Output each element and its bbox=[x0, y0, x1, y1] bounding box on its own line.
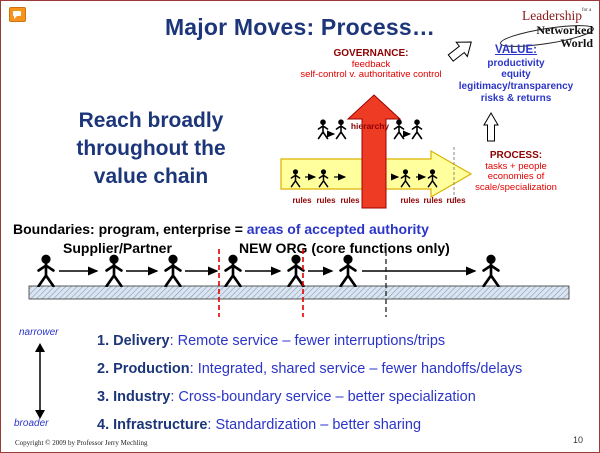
narrower-broader-axis-arrow bbox=[35, 343, 45, 419]
move-number: 2. bbox=[97, 361, 114, 377]
stick-figure-icon bbox=[164, 254, 182, 287]
logo-word-leadership: Leadership bbox=[522, 8, 582, 23]
move-number: 1. bbox=[97, 333, 114, 349]
rules-label: rules bbox=[446, 196, 466, 205]
hierarchy-label: hierarchy bbox=[350, 121, 390, 131]
move-term: Infrastructure bbox=[113, 417, 208, 433]
supplier-partner-header: Supplier/Partner bbox=[63, 240, 172, 256]
value-block: VALUE: productivity equity legitimacy/tr… bbox=[453, 44, 579, 105]
logo-word-world: World bbox=[560, 35, 593, 50]
rules-label: rules bbox=[400, 196, 420, 205]
move-item-industry: 3. Industry: Cross-boundary service – be… bbox=[97, 389, 583, 405]
stick-figure-icon bbox=[37, 254, 55, 287]
move-term: Industry bbox=[113, 389, 171, 405]
stick-figure-icon bbox=[105, 254, 123, 287]
stick-figure-icon bbox=[317, 118, 329, 140]
logo-swoosh-graphic bbox=[500, 25, 594, 47]
value-chain-band-diagram bbox=[28, 249, 570, 317]
logo-line-1: Leadershipfor a bbox=[469, 8, 593, 24]
process-block: PROCESS: tasks + people economies of sca… bbox=[451, 150, 581, 194]
process-to-value-arrow bbox=[483, 112, 499, 142]
rules-label: rules bbox=[340, 196, 360, 205]
reach-line-2: throughout the bbox=[76, 137, 226, 160]
move-number: 4. bbox=[97, 417, 114, 433]
annotation-comment-icon[interactable] bbox=[9, 7, 26, 22]
value-item-1: productivity bbox=[487, 57, 545, 69]
value-heading: VALUE: bbox=[495, 44, 537, 56]
logo-word-networked: Networked bbox=[536, 23, 593, 38]
move-description: : Cross-boundary service – better specia… bbox=[170, 389, 476, 405]
move-term: Production bbox=[113, 361, 190, 377]
reach-line-1: Reach broadly bbox=[78, 109, 224, 132]
axis-label-broader: broader bbox=[14, 418, 49, 429]
governance-line-2: self-control v. authoritative control bbox=[300, 69, 442, 81]
boundaries-highlight: areas of accepted authority bbox=[246, 221, 429, 237]
process-line-3: scale/specialization bbox=[475, 182, 557, 194]
stick-figure-icon bbox=[482, 254, 500, 287]
governance-to-value-arrow bbox=[447, 41, 472, 62]
logo: Leadershipfor a Networked World bbox=[469, 8, 593, 49]
boundaries-statement: Boundaries: program, enterprise = areas … bbox=[13, 221, 429, 237]
process-line-1: tasks + people bbox=[485, 160, 547, 172]
rules-label: rules bbox=[423, 196, 443, 205]
move-description: : Integrated, shared service – fewer han… bbox=[189, 361, 523, 377]
governance-block: GOVERNANCE: feedback self-control v. aut… bbox=[279, 48, 463, 81]
move-term: Delivery bbox=[113, 333, 170, 349]
value-item-2: equity bbox=[501, 69, 531, 81]
process-line-2: economies of bbox=[487, 171, 545, 183]
move-item-production: 2. Production: Integrated, shared servic… bbox=[97, 361, 583, 377]
reach-line-3: value chain bbox=[93, 165, 209, 188]
page-number: 10 bbox=[572, 435, 583, 445]
move-description: : Standardization – better sharing bbox=[207, 417, 422, 433]
value-chain-band bbox=[28, 285, 570, 300]
process-heading: PROCESS: bbox=[489, 150, 543, 161]
copyright-notice: Copyright © 2009 by Professor Jerry Mech… bbox=[15, 439, 148, 447]
logo-tagline: for a bbox=[582, 8, 592, 13]
rules-label: rules bbox=[316, 196, 336, 205]
value-item-4: risks & returns bbox=[480, 92, 552, 104]
move-item-infrastructure: 4. Infrastructure: Standardization – bet… bbox=[97, 417, 583, 433]
stick-figure-icon bbox=[411, 118, 423, 140]
move-description: : Remote service – fewer interruptions/t… bbox=[169, 333, 446, 349]
page-title: Major Moves: Process… bbox=[164, 14, 436, 40]
hierarchy-red-arrow bbox=[346, 94, 402, 209]
stick-figure-icon bbox=[287, 254, 305, 287]
stick-figure-icon bbox=[224, 254, 242, 287]
stick-figure-icon bbox=[339, 254, 357, 287]
reach-statement: Reach broadly throughout the value chain bbox=[29, 107, 273, 191]
hierarchy-process-diagram bbox=[280, 94, 473, 209]
move-item-delivery: 1. Delivery: Remote service – fewer inte… bbox=[97, 333, 583, 349]
new-org-header: NEW ORG (core functions only) bbox=[239, 240, 450, 256]
move-number: 3. bbox=[97, 389, 114, 405]
rules-label: rules bbox=[292, 196, 312, 205]
governance-heading: GOVERNANCE: bbox=[333, 48, 409, 59]
boundaries-lead: Boundaries bbox=[13, 221, 91, 237]
axis-label-narrower: narrower bbox=[19, 327, 59, 338]
governance-line-1: feedback bbox=[351, 58, 391, 70]
boundaries-middle: : program, enterprise = bbox=[90, 221, 247, 237]
value-item-3: legitimacy/transparency bbox=[458, 81, 574, 93]
